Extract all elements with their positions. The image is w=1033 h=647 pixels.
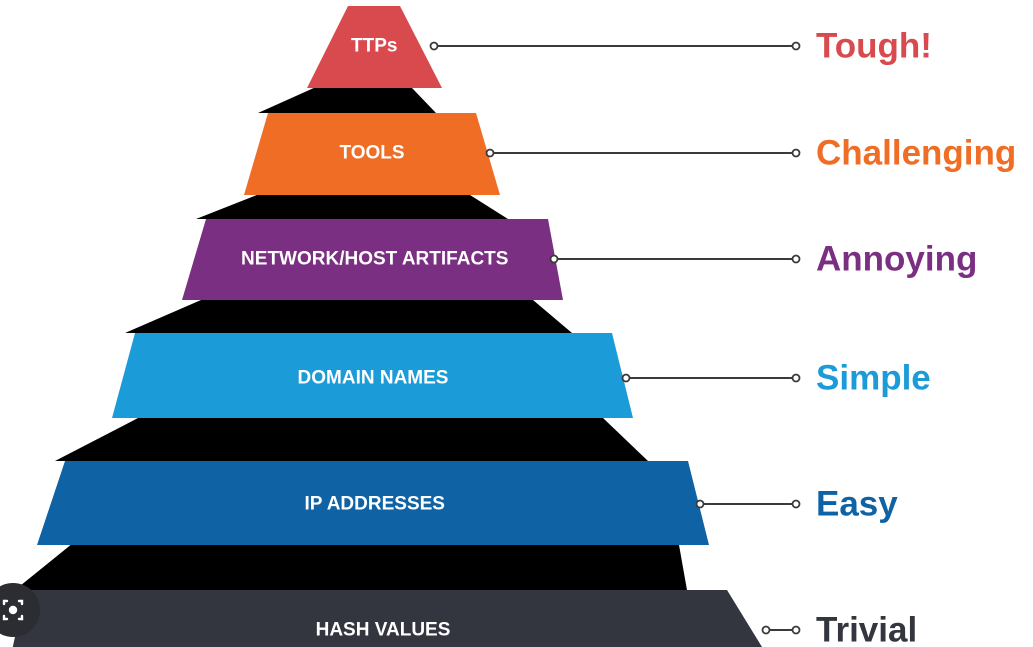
connector-end-dot-ips (791, 499, 801, 509)
pyramid-shadow-layer (15, 88, 687, 590)
pyramid-tier-ips (37, 461, 709, 545)
pyramid-tier-domains (112, 333, 633, 418)
pyramid-tier-ttps (307, 6, 442, 88)
connector-start-dot-hashes (761, 625, 771, 635)
difficulty-label-domains: Simple (816, 359, 931, 398)
connector-end-dot-ttps (791, 41, 801, 51)
connector-end-dot-hashes (791, 625, 801, 635)
pyramid-side-band-tools (196, 195, 508, 219)
tier-label-tools: TOOLS (339, 143, 404, 164)
tier-label-artifacts: NETWORK/HOST ARTIFACTS (241, 249, 508, 270)
tier-label-hashes: HASH VALUES (316, 620, 451, 641)
difficulty-label-tools: Challenging (816, 134, 1016, 173)
tier-label-ttps: TTPs (351, 36, 397, 57)
connector-end-dot-domains (791, 373, 801, 383)
difficulty-label-layer: Tough! ChallengingAnnoyingSimpleEasyTrivi… (816, 27, 1016, 647)
connector-start-dot-artifacts (549, 254, 559, 264)
tier-label-domains: DOMAIN NAMES (298, 368, 449, 389)
connector-start-dot-domains (621, 373, 631, 383)
pyramid-side-band-ips (15, 545, 687, 590)
difficulty-label-ips: Easy (816, 485, 898, 524)
lens-glyph (2, 599, 24, 621)
pyramid-side-band-artifacts (125, 300, 572, 333)
pyramid-tier-tools (244, 113, 500, 195)
connector-start-dot-tools (485, 148, 495, 158)
pyramid-tier-hashes (12, 590, 763, 647)
tier-label-ips: IP ADDRESSES (305, 494, 445, 515)
connector-end-dot-tools (791, 148, 801, 158)
connector-end-dot-artifacts (791, 254, 801, 264)
connector-start-dot-ips (695, 499, 705, 509)
pyramid-side-band-ttps (258, 88, 436, 113)
pyramid-tier-artifacts (182, 219, 563, 300)
connector-start-dot-ttps (429, 41, 439, 51)
difficulty-label-ttps: Tough! (816, 27, 932, 66)
pyramid-side-band-domains (55, 418, 648, 461)
connector-layer (429, 41, 801, 635)
difficulty-label-hashes: Trivial (816, 611, 917, 647)
difficulty-label-artifacts: Annoying (816, 240, 977, 279)
